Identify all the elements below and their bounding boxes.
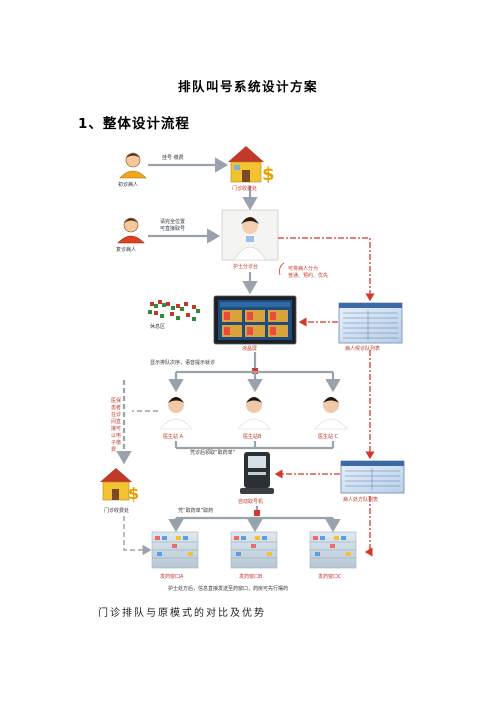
dash-nurse-to-queue [278,237,375,302]
waiting-area-label: 休息区 [150,323,165,330]
return-note-2: 可直接取号 [160,225,185,232]
doctor-c-label: 医生站 C [318,433,339,440]
nurse-triage-photo [221,209,279,261]
registration-fee-label: 挂号 缴费 [162,154,184,161]
waiting-area-seats-icon [148,300,200,321]
return-note-1: 请完全位置 [160,218,185,225]
svg-text:$: $ [128,484,139,503]
take-ticket-note: 凭“取药单”取药 [178,507,213,514]
return-patient-label: 复诊病人 [116,246,136,253]
document-title: 排队叫号系统设计方案 [177,79,318,94]
first-visit-patient-icon [119,152,147,179]
pharmacy-window-b-photo [230,531,278,569]
pharmacy-window-a-photo [151,531,199,569]
doctor-c-photo [313,393,353,430]
doctor-b-label: 医生站B [243,433,262,440]
ticket-kiosk-icon [240,452,274,494]
triage-note-2: 普通、预约、优先 [288,272,328,279]
side-note: 医保患者在诊 间直接可以电 子缴费 [111,397,123,453]
section-heading: 1、整体设计流程 [78,116,190,132]
prescription-queue-list-icon [340,460,405,494]
doctor-a-photo [158,393,198,430]
patient-queue-list-icon [338,302,403,344]
pharmacy-window-c-photo [309,531,357,569]
dash-fee-to-pharmacy [123,516,152,556]
clinic-fee-office-top-label: 门诊收费处 [232,185,257,192]
bottom-note: 护士处方后，信息直接发送至药窗口，药房可先行摆药 [168,585,288,592]
triage-note-1: 可将病人分为 [288,265,318,272]
kiosk-label: 自动取号机 [238,498,263,505]
display-screen-icon [213,295,297,345]
pharmacy-b-label: 发药窗口B [239,573,263,580]
clinic-fee-office-house-icon: $ [228,146,275,185]
clinic-fee-office-bottom-house-icon: $ [100,468,139,503]
dash-prescription-to-pharmacy [364,496,373,557]
clinic-fee-office-bottom-label: 门诊收费处 [104,507,129,514]
doctor-b-photo [236,393,276,430]
svg-text:$: $ [262,164,275,185]
first-patient-label: 初诊病人 [118,181,138,188]
prescription-list-label: 病人处方队列表 [343,496,378,503]
pharmacy-c-label: 发药窗口C [318,573,342,580]
junction-marker-2 [254,510,260,516]
nurse-triage-label: 护士分诊台 [233,263,258,270]
call-note: 显示排队次序，语音提示就诊 [150,359,215,366]
side-note-text: 医保患者在诊 间直接可以电 子缴费 [111,397,123,453]
pharmacy-a-label: 发药窗口A [160,573,184,580]
doctor-a-label: 医生站 A [163,433,184,440]
display-screen-label: 液晶屏 [242,345,257,352]
after-diagnosis-note: 凭诊后领取“取药单” [190,449,236,456]
caption-text: 门诊排队与原模式的对比及优势 [98,608,266,619]
patient-queue-list-label: 病人候诊队列表 [345,345,380,352]
return-visit-patient-icon [117,217,145,244]
